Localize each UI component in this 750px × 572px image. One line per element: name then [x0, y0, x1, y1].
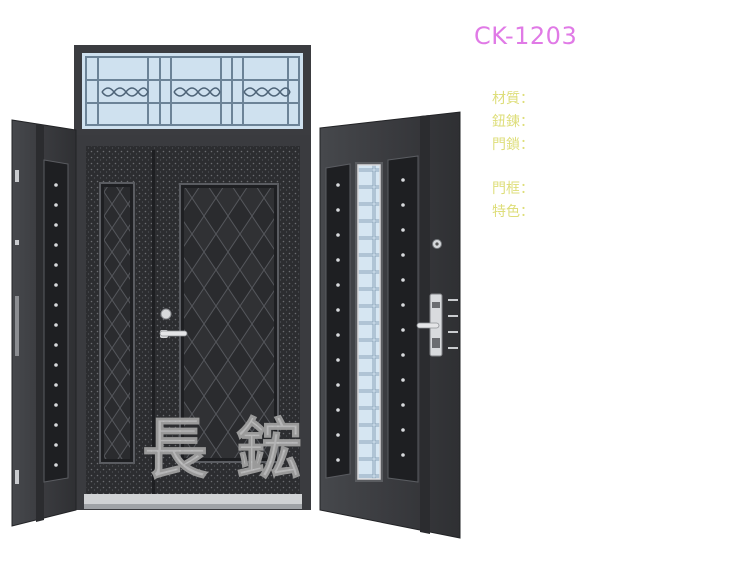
spec-spacer [492, 157, 534, 178]
spec-list: 材質： 鈕鍊： 門鎖： 門框： 特色： [492, 88, 534, 224]
left-open-leaf [11, 119, 77, 527]
spec-knob-label: 鈕鍊： [492, 114, 534, 130]
spec-material-label: 材質： [492, 91, 534, 107]
spec-lock-label: 門鎖： [492, 137, 534, 153]
side-fixed-panel [99, 182, 135, 464]
glass-strip [355, 162, 383, 482]
transom-scroll-ornament [101, 87, 291, 97]
model-number: CK-1203 [474, 22, 578, 50]
smart-lock [416, 239, 458, 357]
brand-watermark: 長鋐 [142, 410, 330, 488]
main-door-leaf [152, 150, 279, 494]
door-handle [159, 308, 188, 338]
transom-window [74, 45, 311, 135]
door-product-image: 長鋐 [11, 45, 461, 539]
spec-frame-label: 門框： [492, 181, 534, 197]
spec-feature-label: 特色： [492, 204, 534, 220]
